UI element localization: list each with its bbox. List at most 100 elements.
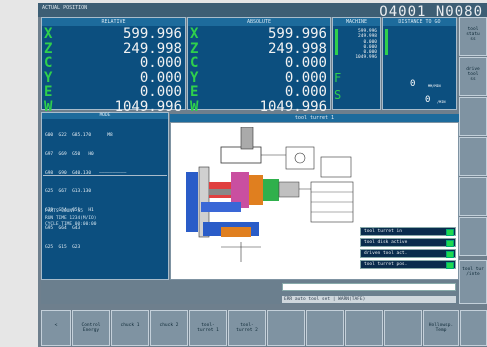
driven-tool-active-button[interactable]: driven tool act. (360, 249, 456, 258)
button-label: tool turret in (364, 229, 402, 234)
softkey-hollowsp-temp[interactable]: Hollowsp. Temp (423, 310, 459, 346)
axis-x: X (44, 26, 53, 42)
modal-row: G25 G67 G13.130 (45, 189, 92, 195)
side-button-6[interactable] (459, 217, 487, 256)
softkey-tool-turret-2[interactable]: tool- turret 2 (228, 310, 266, 346)
axis-e: E (190, 84, 199, 100)
axis-y: Y (44, 69, 53, 86)
status-light (446, 240, 454, 247)
softkey-10[interactable] (384, 310, 422, 346)
message-input[interactable] (282, 283, 456, 291)
modal-row: G00 G22 G85.170 M8 (45, 133, 113, 139)
message-status: ERR auto tool set | WARN(TAFE) (282, 296, 456, 303)
tool-turret-side-button[interactable]: tool tur /inte (459, 260, 487, 304)
side-button-5[interactable] (459, 177, 487, 216)
axis-e: E (44, 84, 53, 100)
feed-spindle-labels: F S (332, 70, 457, 110)
relative-title: RELATIVE (42, 18, 185, 26)
modal-row: G97 G69 G50 H0 (45, 152, 94, 158)
axis-x: X (190, 26, 199, 42)
value-e: 0.000 (284, 84, 327, 100)
program-number: O4001 N0080 (379, 4, 483, 20)
value-w: 1049.996 (259, 98, 327, 115)
mode-label: ACTUAL POSITION (42, 5, 88, 11)
machine-title: MACHINE (333, 18, 380, 26)
button-label: tool disk active (364, 240, 408, 245)
softkey-9[interactable] (345, 310, 383, 346)
softkey-8[interactable] (306, 310, 344, 346)
value-y: 0.000 (284, 69, 327, 86)
run-info: PARTS COUNT 55 RUN TIME 1234(M/IO) CYCLE… (45, 209, 97, 227)
spindle-unit: /MIN (437, 100, 446, 104)
axis-w: W (44, 98, 53, 115)
modal-row: G98 G90 G40.130 —————————— (45, 170, 127, 176)
value-x: 599.996 (267, 26, 327, 42)
machine-value: 0.000 (363, 44, 377, 50)
value-c: 0.000 (139, 55, 182, 71)
feed-value: 0 (410, 79, 416, 89)
machine-value: 249.998 (358, 34, 377, 40)
tool-turret-pos-button[interactable]: tool turret pos. (360, 260, 456, 269)
value-e: 0.000 (139, 84, 182, 100)
machine-value: 599.996 (358, 29, 377, 34)
machine-values: 599.996 249.998 0.000 0.000 0.000 1049.9… (355, 29, 377, 61)
side-button-3[interactable] (459, 97, 487, 136)
distance-title: DISTANCE TO GO (383, 18, 456, 26)
value-x: 599.996 (122, 26, 182, 42)
axis-c: C (190, 55, 199, 71)
axis-w: W (190, 98, 199, 115)
screen-header: ACTUAL POSITION O4001 N0080 (38, 3, 487, 20)
axis-indicator (335, 29, 338, 55)
machine-value: 0.000 (363, 50, 377, 56)
absolute-values: 599.996 249.998 0.000 0.000 0.000 1049.9… (260, 27, 327, 114)
relative-axes: X Z C Y E W (44, 27, 52, 114)
modal-row: G25 G15 G23 (45, 245, 81, 251)
mode-title: MODE (42, 113, 168, 119)
feed-unit: MM/MIN (428, 84, 441, 88)
status-light (446, 251, 454, 258)
softkey-tool-turret-1[interactable]: tool- turret 1 (189, 310, 227, 346)
modal-row: G79 G54 G51 H1 (45, 207, 94, 213)
button-label: tool turret pos. (364, 262, 408, 267)
tool-turret-in-button[interactable]: tool turret in (360, 227, 456, 236)
axis-c: C (44, 55, 53, 71)
relative-panel: RELATIVE X Z C Y E W 599.996 249.998 0.0… (41, 17, 186, 114)
softkey-back[interactable]: < (41, 310, 71, 346)
absolute-panel: ABSOLUTE X Z C Y E W 599.996 249.998 0.0… (187, 17, 331, 114)
axis-y: Y (190, 69, 199, 86)
value-z: 249.998 (122, 40, 182, 57)
button-label: driven tool act. (364, 251, 408, 256)
tool-disk-active-button[interactable]: tool disk active (360, 238, 456, 247)
divider (43, 175, 167, 176)
machine-panel: MACHINE 599.996 249.998 0.000 0.000 0.00… (332, 17, 381, 110)
relative-values: 599.996 249.998 0.000 0.000 0.000 1049.9… (115, 27, 182, 114)
value-z: 249.998 (267, 40, 327, 57)
spindle-label: S (334, 88, 342, 102)
distance-panel: DISTANCE TO GO (382, 17, 457, 110)
side-button-4[interactable] (459, 137, 487, 176)
hydraulic-schematic-diagram (186, 127, 354, 262)
modal-codes: G00 G22 G85.170 M8 G97 G69 G50 H0 G98 G9… (45, 121, 126, 264)
absolute-title: ABSOLUTE (188, 18, 330, 26)
turret-title: tool turret 1 (170, 114, 459, 122)
softkey-chuck-2[interactable]: chuck 2 (150, 310, 188, 346)
drive-tool-button[interactable]: drive tool ss (459, 57, 487, 96)
machine-value: 1049.996 (355, 55, 377, 61)
axis-z: Z (190, 40, 199, 57)
axis-indicator (385, 29, 388, 55)
spindle-value: 0 (425, 95, 431, 105)
absolute-axes: X Z C Y E W (190, 27, 198, 114)
value-c: 0.000 (284, 55, 327, 71)
feed-label: F (334, 71, 342, 85)
value-y: 0.000 (139, 69, 182, 86)
mode-panel: MODE G00 G22 G85.170 M8 G97 G69 G50 H0 G… (41, 112, 169, 280)
machine-value: 0.000 (363, 39, 377, 45)
softkey-next[interactable] (460, 310, 487, 346)
softkey-chuck-1[interactable]: chuck 1 (111, 310, 149, 346)
axis-z: Z (44, 40, 53, 57)
softkey-control-energy[interactable]: Control Energy (72, 310, 110, 346)
tool-status-button[interactable]: tool statu ss (459, 17, 487, 56)
modal-row: G95 G64 G43 (45, 226, 81, 232)
softkey-7[interactable] (267, 310, 305, 346)
status-light (446, 229, 454, 236)
